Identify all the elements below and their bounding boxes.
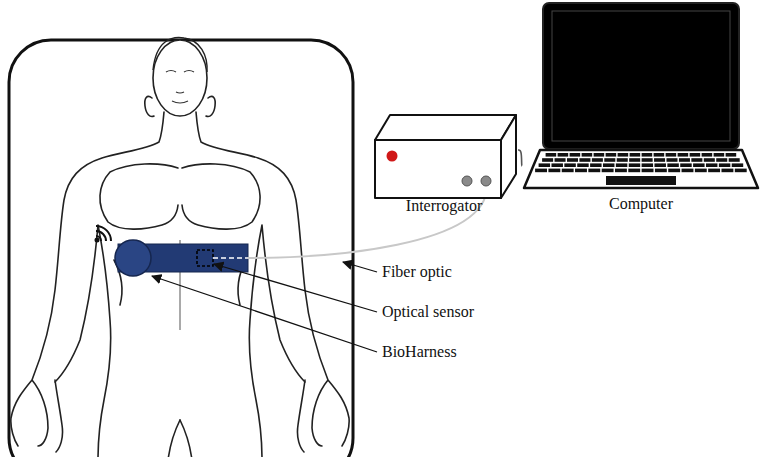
device-caption: Computer — [609, 194, 673, 214]
body-outline — [180, 96, 349, 457]
device-caption: Interrogator — [406, 196, 482, 216]
callout-label: BioHarness — [380, 342, 459, 362]
optical-sensor — [197, 250, 213, 266]
body-frame — [9, 40, 353, 457]
head — [153, 40, 207, 116]
cable — [518, 150, 522, 166]
hair — [153, 38, 207, 72]
power-led — [387, 151, 398, 162]
fiber-optic — [248, 188, 487, 258]
port — [462, 176, 472, 186]
bioharness-module — [115, 240, 151, 276]
wireless-icon — [96, 226, 112, 242]
laptop — [524, 3, 758, 188]
face — [166, 71, 194, 104]
leader-line — [343, 262, 377, 272]
interrogator-box — [375, 115, 516, 198]
port — [481, 176, 491, 186]
leader-line — [152, 276, 377, 352]
device-node: Computer — [522, 0, 760, 214]
embedded-fiber — [213, 257, 248, 259]
callout-label: Optical sensor — [380, 302, 476, 322]
device-node: Interrogator — [370, 112, 518, 216]
callout-label: Fiber optic — [380, 262, 454, 282]
